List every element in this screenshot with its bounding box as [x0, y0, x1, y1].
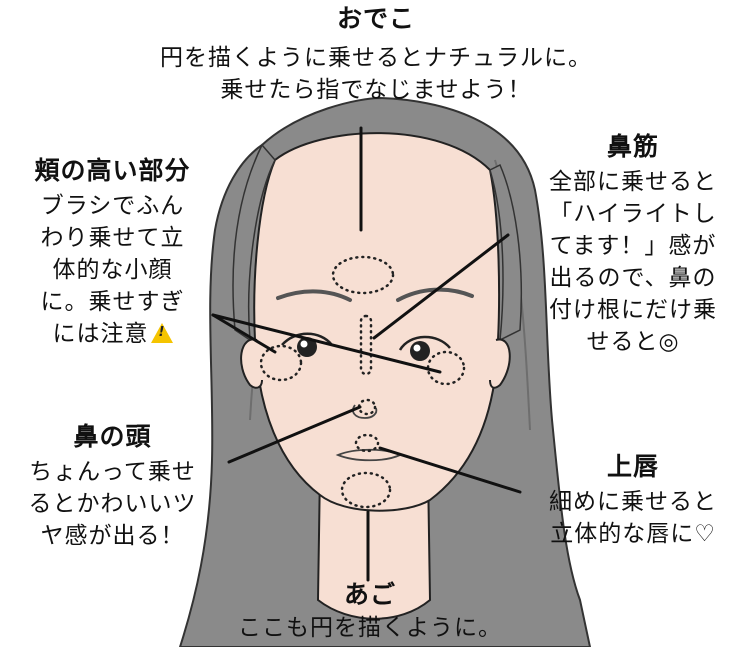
upper-lip-line-2: 立体的な唇に♡	[550, 521, 716, 547]
nose-bridge-line-6: せると◎	[586, 329, 680, 355]
nose-tip-line-2: るとかわいいツ	[28, 491, 197, 517]
forehead-highlight	[331, 255, 395, 295]
cheek-line-2: わり乗せて立	[40, 225, 185, 251]
nose-bridge-line-3: てます！」感が	[549, 233, 717, 259]
left-eye	[281, 332, 333, 357]
leader-nose-bridge	[372, 233, 510, 340]
cheek-title: 頬の高い部分	[34, 156, 191, 185]
nose-tip-annotation: 鼻の頭 ちょんって乗せ るとかわいいツ ヤ感が出る！	[0, 422, 225, 552]
upper-lip-highlight	[354, 433, 380, 453]
leader-cheek-left	[211, 313, 277, 354]
upper-lip-line-1: 細めに乗せると	[549, 489, 717, 515]
nose-tip-title: 鼻の頭	[73, 422, 152, 451]
forehead-title: おでこ	[336, 4, 415, 33]
forehead-line-1: 円を描くように乗せるとナチュラルに。	[160, 45, 592, 71]
nose-bridge-highlight	[359, 314, 373, 376]
left-ear	[240, 338, 263, 389]
leader-cheek-right	[211, 313, 442, 374]
nose-tip-line-3: ヤ感が出る！	[40, 523, 185, 549]
cheek-line-1: ブラシでふん	[40, 193, 185, 219]
nose-bridge-annotation: 鼻筋 全部に乗せると 「ハイライトし てます！」感が 出るので、鼻の 付け根にだ…	[518, 132, 748, 358]
left-cheek-highlight	[259, 344, 303, 382]
chin-highlight	[340, 471, 392, 509]
forehead-line-2: 乗せたら指でなじませよう！	[220, 77, 532, 103]
forehead-annotation: おでこ 円を描くように乗せるとナチュラルに。 乗せたら指でなじませよう！	[0, 4, 752, 106]
nose-bridge-line-4: 出るので、鼻の	[549, 265, 717, 291]
nose-bridge-line-1: 全部に乗せると	[549, 169, 717, 195]
nose-tip-line-1: ちょんって乗せ	[29, 459, 196, 485]
upper-lip-title: 上唇	[606, 452, 659, 481]
chin-line-1: ここも円を描くように。	[238, 615, 502, 641]
cheek-line-5-wrap: には注意	[0, 318, 225, 350]
upper-lip-annotation: 上唇 細めに乗せると 立体的な唇に♡	[518, 452, 748, 550]
chin-title: あご	[343, 580, 396, 609]
cheek-annotation: 頬の高い部分 ブラシでふん わり乗せて立 体的な小顔 に。乗せすぎ には注意	[0, 156, 225, 350]
right-ear	[489, 338, 511, 389]
cheek-line-5: には注意	[52, 321, 149, 347]
nose-bridge-title: 鼻筋	[606, 132, 659, 161]
warning-triangle-icon	[150, 323, 173, 343]
cheek-line-3: 体的な小顔	[52, 257, 173, 283]
leader-upper-lip	[378, 446, 522, 494]
nose-bridge-line-2: 「ハイライトし	[549, 201, 717, 227]
left-eyebrow	[276, 289, 352, 302]
nose-bridge-line-5: 付け根にだけ乗	[549, 297, 717, 323]
right-eye	[398, 335, 451, 361]
cheek-line-4: に。乗せすぎ	[40, 289, 185, 315]
face	[253, 132, 501, 512]
chin-annotation: あご ここも円を描くように。	[150, 580, 590, 644]
leader-nose-tip	[227, 405, 362, 464]
